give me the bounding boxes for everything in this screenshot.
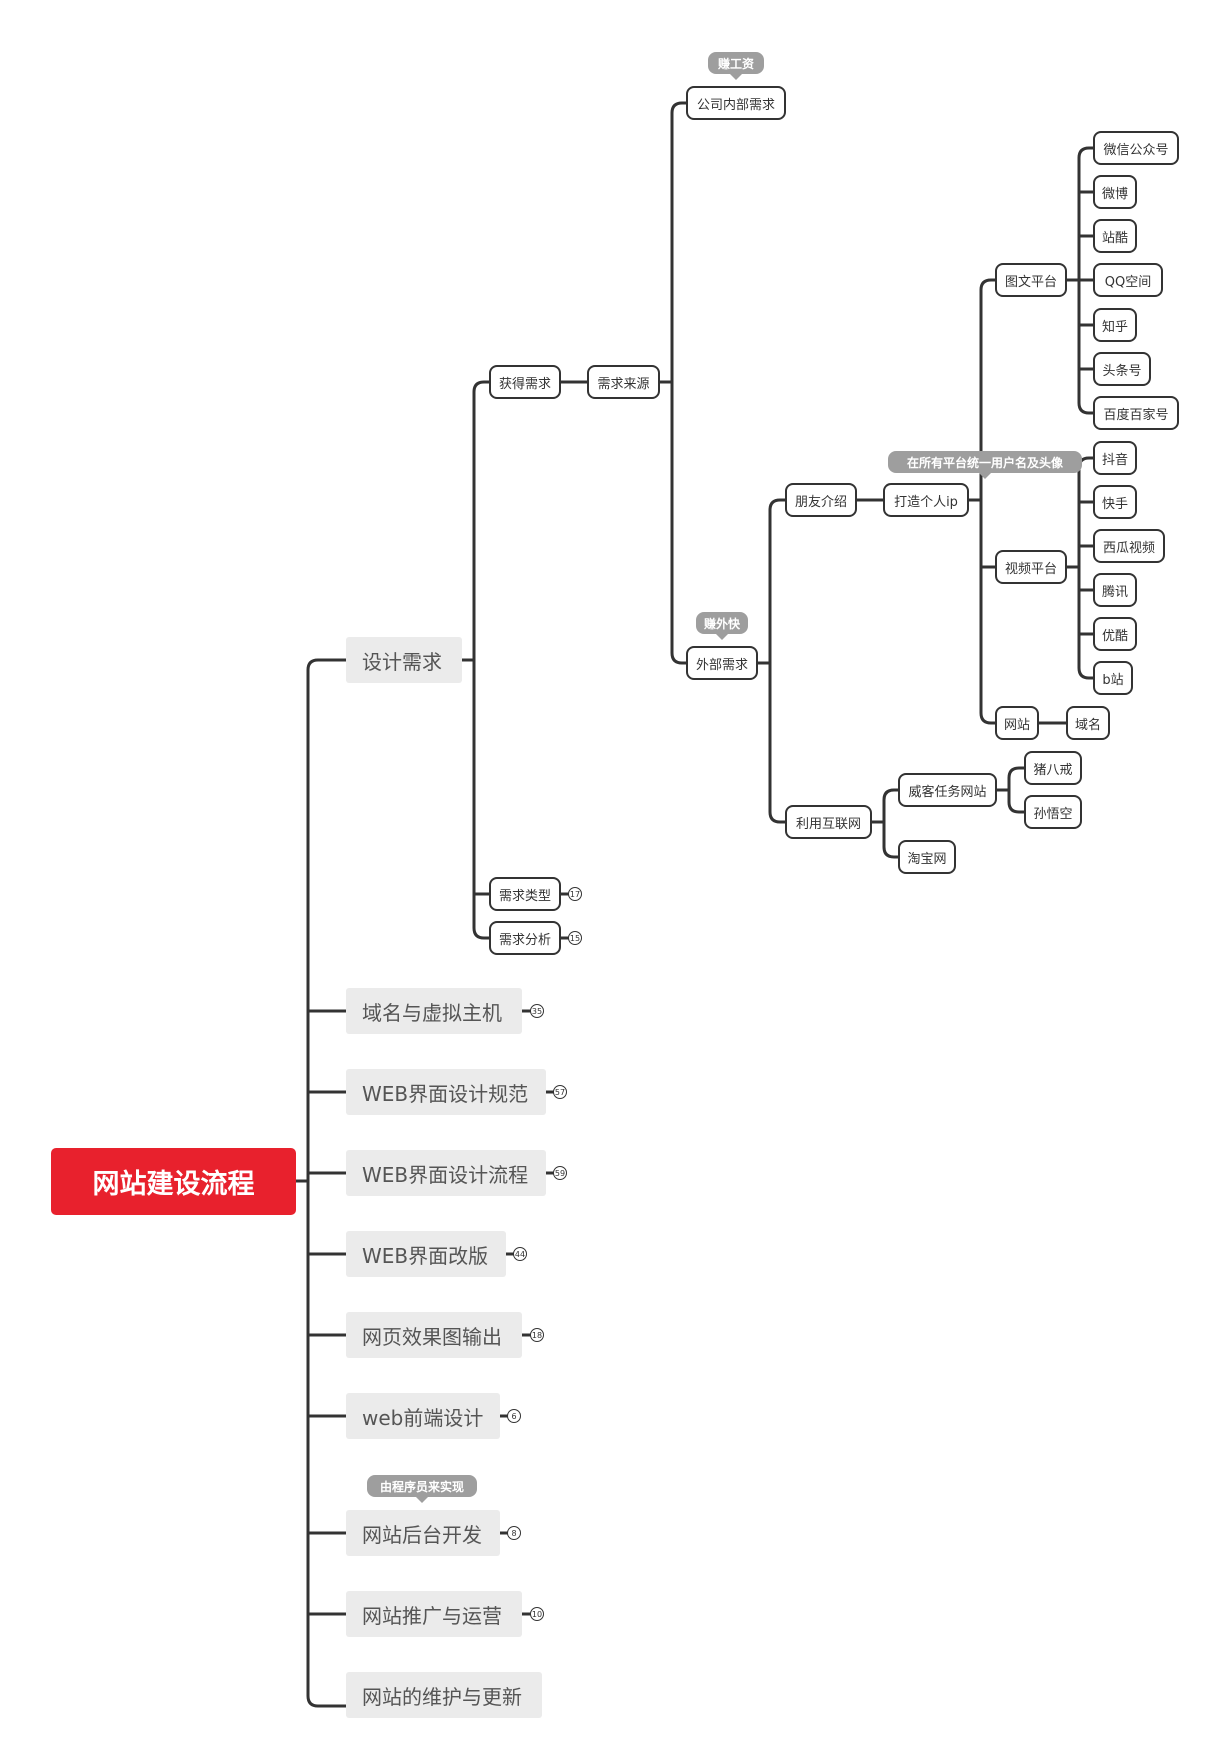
topic-maintenance-update[interactable]: 网站的维护与更新 (346, 1672, 542, 1718)
topic-web-design-flow[interactable]: WEB界面设计流程 (346, 1150, 546, 1196)
topic-weibo[interactable]: 微博 (1093, 175, 1137, 209)
topic-tencent[interactable]: 腾讯 (1093, 573, 1137, 607)
collapsed-count-badge[interactable]: 15 (568, 931, 582, 945)
topic-xigua-video[interactable]: 西瓜视频 (1093, 529, 1165, 563)
topic-web-redesign[interactable]: WEB界面改版 (346, 1231, 506, 1277)
topic-requirement-analysis[interactable]: 需求分析 (489, 921, 561, 955)
collapsed-count-badge[interactable]: 35 (530, 1004, 544, 1018)
topic-domain-name[interactable]: 域名 (1066, 706, 1110, 740)
topic-sunwukong[interactable]: 孙悟空 (1024, 795, 1082, 829)
topic-design-requirements[interactable]: 设计需求 (346, 637, 462, 683)
note-label: 由程序员来实现 (367, 1475, 477, 1503)
note-label: 赚外快 (696, 612, 748, 640)
topic-video-platform[interactable]: 视频平台 (995, 550, 1067, 584)
topic-toutiao[interactable]: 头条号 (1093, 352, 1151, 386)
note-label: 在所有平台统一用户名及头像 (888, 451, 1082, 479)
topic-personal-ip[interactable]: 打造个人ip (883, 483, 969, 517)
collapsed-count-badge[interactable]: 8 (507, 1526, 521, 1540)
note-label: 赚工资 (708, 52, 764, 80)
topic-requirement-source[interactable]: 需求来源 (587, 365, 660, 399)
topic-zcool[interactable]: 站酷 (1093, 219, 1137, 253)
topic-frontend-design[interactable]: web前端设计 (346, 1393, 500, 1439)
topic-backend-development[interactable]: 网站后台开发 (346, 1510, 500, 1556)
collapsed-count-badge[interactable]: 57 (553, 1085, 567, 1099)
topic-friend-referral[interactable]: 朋友介绍 (785, 483, 857, 517)
collapsed-count-badge[interactable]: 10 (530, 1607, 544, 1621)
topic-zhihu[interactable]: 知乎 (1093, 308, 1137, 342)
topic-use-internet[interactable]: 利用互联网 (785, 805, 872, 839)
topic-external-requirement[interactable]: 外部需求 (686, 646, 758, 680)
topic-domain-hosting[interactable]: 域名与虚拟主机 (346, 988, 522, 1034)
topic-get-requirements[interactable]: 获得需求 (489, 365, 561, 399)
topic-task-website[interactable]: 威客任务网站 (898, 773, 997, 807)
topic-qq-zone[interactable]: QQ空间 (1093, 263, 1163, 297)
topic-taobao[interactable]: 淘宝网 (898, 840, 956, 874)
topic-mockup-output[interactable]: 网页效果图输出 (346, 1312, 522, 1358)
root-topic[interactable]: 网站建设流程 (51, 1148, 296, 1215)
collapsed-count-badge[interactable]: 18 (530, 1328, 544, 1342)
topic-promotion-operation[interactable]: 网站推广与运营 (346, 1591, 522, 1637)
topic-douyin[interactable]: 抖音 (1093, 441, 1137, 475)
topic-internal-requirement[interactable]: 公司内部需求 (686, 86, 786, 120)
topic-baidu-baijiahao[interactable]: 百度百家号 (1093, 396, 1179, 430)
collapsed-count-badge[interactable]: 6 (507, 1409, 521, 1423)
topic-kuaishou[interactable]: 快手 (1093, 485, 1137, 519)
topic-bilibili[interactable]: b站 (1093, 661, 1133, 695)
collapsed-count-badge[interactable]: 59 (553, 1166, 567, 1180)
topic-youku[interactable]: 优酷 (1093, 617, 1137, 651)
topic-wechat-official-account[interactable]: 微信公众号 (1093, 131, 1179, 165)
topic-web-design-spec[interactable]: WEB界面设计规范 (346, 1069, 546, 1115)
topic-website[interactable]: 网站 (995, 706, 1039, 740)
topic-requirement-type[interactable]: 需求类型 (489, 877, 561, 911)
topic-zhubajie[interactable]: 猪八戒 (1024, 751, 1082, 785)
collapsed-count-badge[interactable]: 44 (513, 1247, 527, 1261)
topic-text-platform[interactable]: 图文平台 (995, 263, 1067, 297)
collapsed-count-badge[interactable]: 17 (568, 887, 582, 901)
